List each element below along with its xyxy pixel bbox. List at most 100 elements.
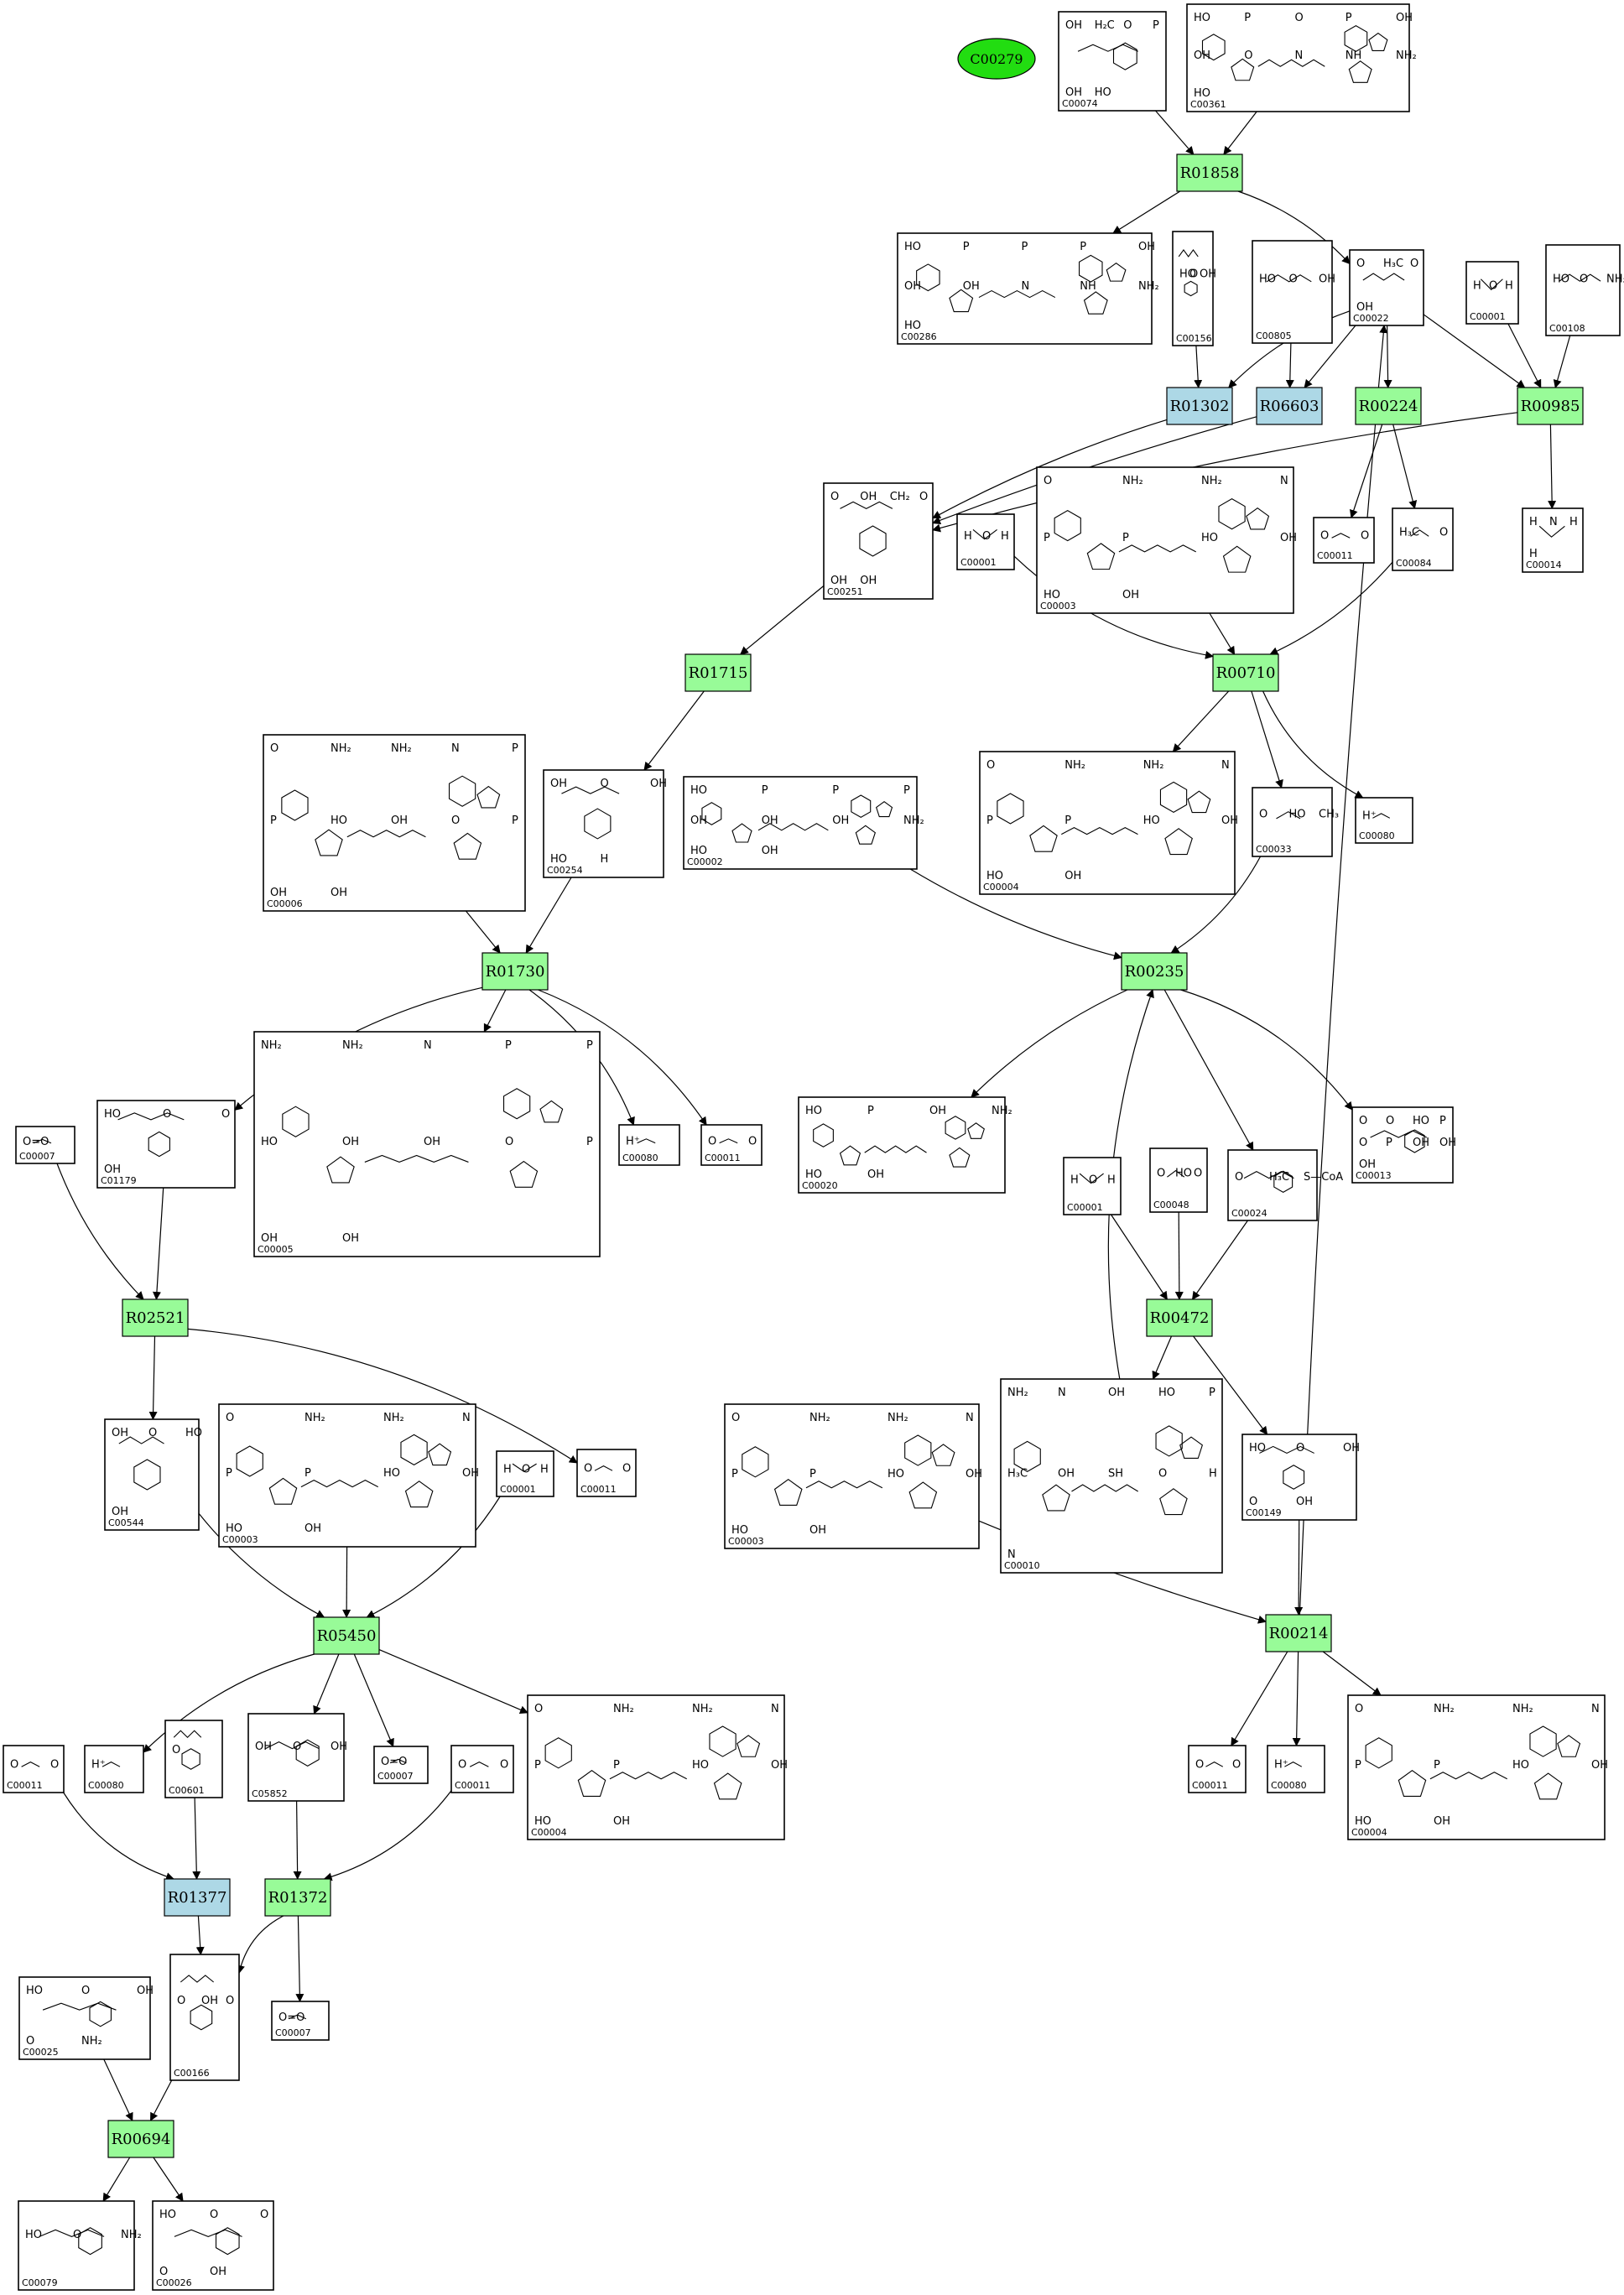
- atom-label: P: [226, 1467, 232, 1480]
- atom-label: O: [731, 1412, 740, 1424]
- ring-bond: [89, 2001, 112, 2027]
- compound-c00080[interactable]: H⁺C00080: [84, 1745, 144, 1793]
- reaction-r01377[interactable]: R01377: [164, 1878, 231, 1917]
- compound-c00080[interactable]: H⁺C00080: [618, 1124, 680, 1166]
- reaction-r01372[interactable]: R01372: [264, 1878, 331, 1917]
- edge-R01715-to-C00254: [643, 690, 705, 771]
- atom-label: O: [1232, 1758, 1241, 1771]
- atom-label: H: [964, 530, 972, 543]
- structure-drawing: [1372, 813, 1391, 819]
- atom-label: OH: [1058, 1468, 1075, 1481]
- compound-c00108[interactable]: HOONH₂C00108: [1545, 244, 1624, 336]
- reaction-r05450[interactable]: R05450: [313, 1616, 380, 1655]
- compound-id-label: C00048: [1153, 1200, 1189, 1210]
- atom-label: OH: [1194, 49, 1210, 62]
- reaction-label: R00214: [1269, 1625, 1329, 1642]
- atom-label: NH₂: [1122, 475, 1143, 487]
- compound-id-label: C00025: [23, 2047, 59, 2058]
- compound-box: [1522, 507, 1584, 573]
- reaction-r01858[interactable]: R01858: [1176, 154, 1243, 192]
- start-compound-c00279[interactable]: C00279: [957, 38, 1036, 80]
- compound-c00080[interactable]: H⁺C00080: [1267, 1745, 1325, 1793]
- atom-label: O=O: [381, 1756, 407, 1768]
- compound-c00080[interactable]: H⁺C00080: [1355, 797, 1413, 844]
- edge-R01302-to-C00251: [932, 419, 1168, 519]
- atom-label: O: [1296, 1442, 1304, 1455]
- structure-drawing: [389, 1758, 407, 1764]
- reaction-box: [1355, 387, 1422, 425]
- atom-label: P: [986, 814, 993, 827]
- atom-label: OH: [1439, 1137, 1456, 1149]
- atom-label: HO: [1143, 814, 1160, 827]
- compound-id-label: C00805: [1256, 330, 1292, 341]
- reaction-r06603[interactable]: R06603: [1256, 387, 1323, 425]
- atom-label: OH: [1138, 241, 1155, 253]
- reaction-r00235[interactable]: R00235: [1121, 952, 1188, 991]
- reaction-r01730[interactable]: R01730: [481, 952, 549, 991]
- reaction-r01302[interactable]: R01302: [1166, 387, 1233, 425]
- reaction-r00214[interactable]: R00214: [1265, 1614, 1332, 1652]
- reaction-r00472[interactable]: R00472: [1146, 1298, 1213, 1337]
- reaction-r02521[interactable]: R02521: [122, 1298, 189, 1337]
- reaction-r00985[interactable]: R00985: [1517, 387, 1584, 425]
- atom-label: OH: [1356, 301, 1373, 314]
- reaction-r00710[interactable]: R00710: [1212, 653, 1279, 692]
- reaction-r00694[interactable]: R00694: [107, 2120, 174, 2158]
- atom-label: OH: [112, 1427, 128, 1439]
- ring-bond: [282, 1106, 310, 1137]
- atom-label: HO: [690, 845, 707, 857]
- bond: [33, 1138, 52, 1144]
- reaction-r00224[interactable]: R00224: [1355, 387, 1422, 425]
- reaction-r01715[interactable]: R01715: [684, 653, 752, 692]
- compound-id-label: C00251: [827, 586, 863, 597]
- atom-label: O: [451, 814, 460, 827]
